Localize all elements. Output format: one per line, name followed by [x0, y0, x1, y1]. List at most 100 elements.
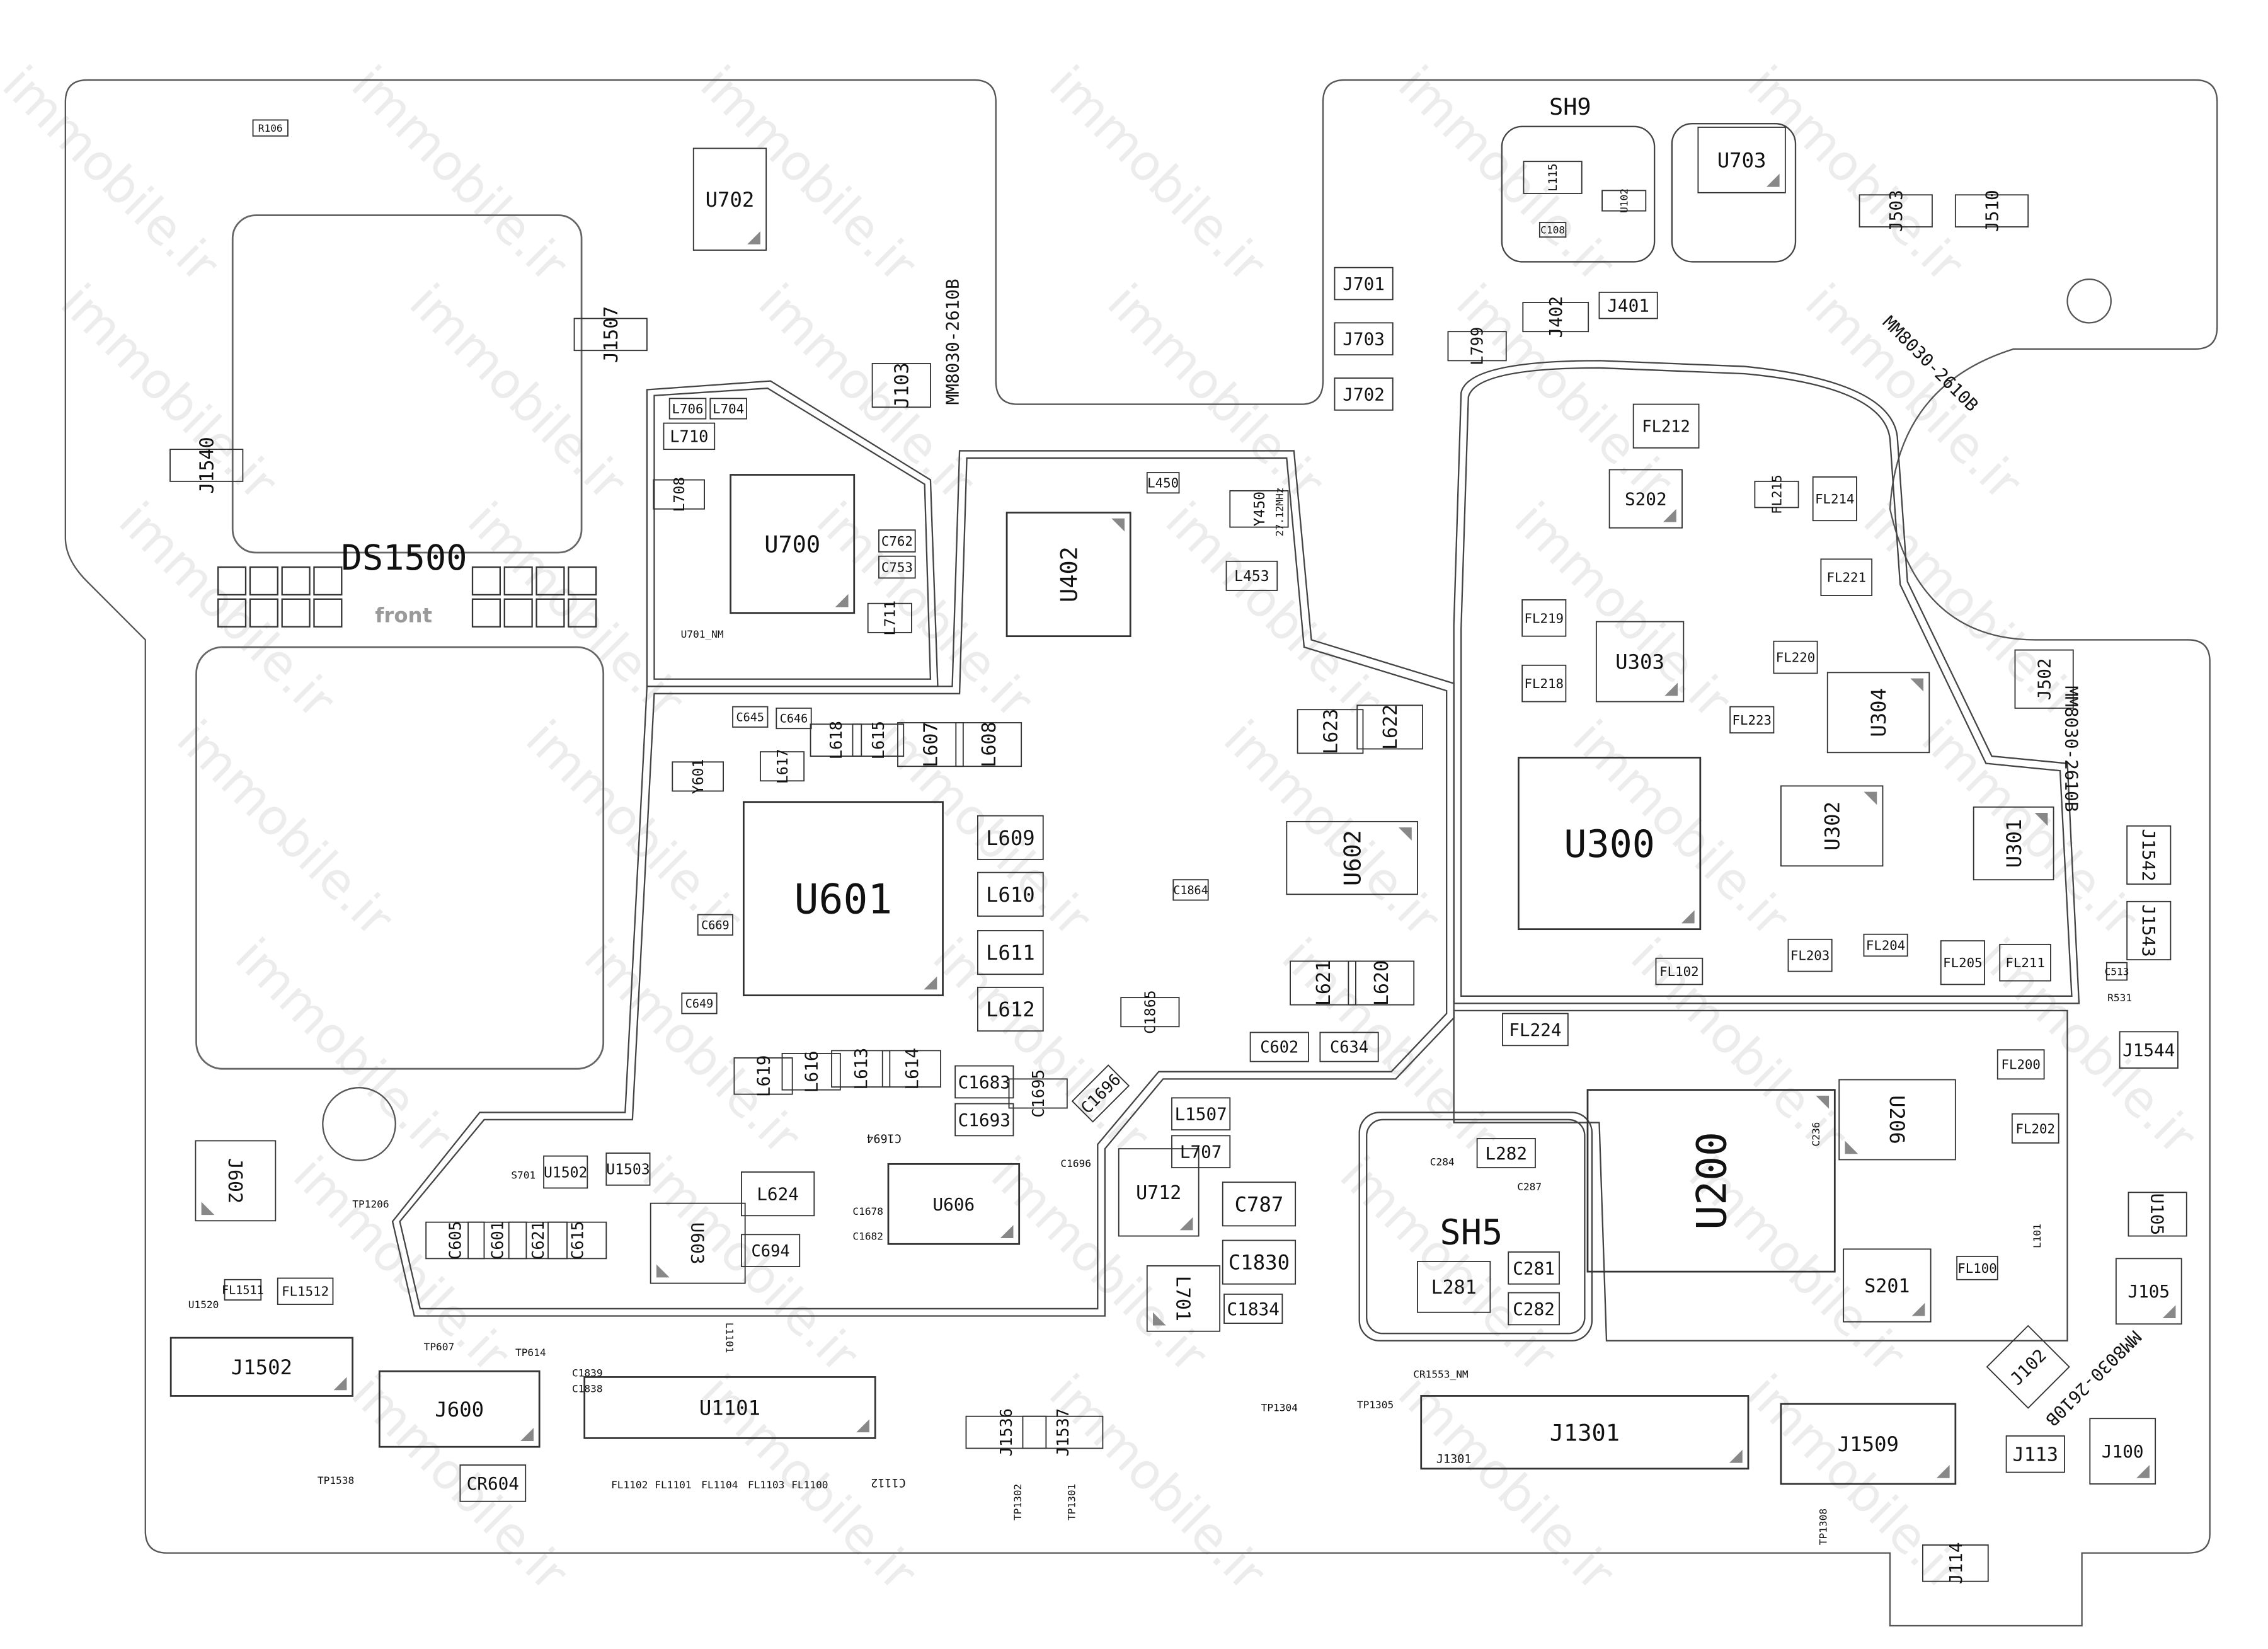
component-y450: Y450 — [1229, 490, 1289, 528]
component-outline — [1521, 599, 1567, 637]
component-outline — [760, 751, 805, 782]
component-r531: R531 — [2107, 992, 2132, 1004]
component-outline — [977, 930, 1044, 975]
component-fl219: FL219 — [1521, 599, 1567, 637]
component-designator: L711 — [883, 600, 899, 636]
component-fl1103: FL1103 — [748, 1479, 784, 1491]
component-outline — [1863, 933, 1908, 957]
component-outline — [1249, 1031, 1309, 1062]
component-outline — [169, 1336, 353, 1397]
component-designator: U200 — [1688, 1132, 1736, 1230]
watermark-text: immobile.ir — [1038, 1364, 1277, 1602]
component-c602: C602 — [1249, 1031, 1309, 1062]
component-designator: FL1102 — [611, 1479, 648, 1491]
component-designator: J1543 — [2138, 904, 2159, 957]
component-outline — [1538, 222, 1567, 238]
component-j1544: J1544 — [2119, 1031, 2179, 1069]
component-designator: TP607 — [424, 1341, 455, 1353]
component-u303: U303 — [1595, 621, 1685, 703]
component-outline — [1754, 480, 1799, 508]
component-designator: L282 — [1485, 1143, 1527, 1164]
component-designator: J1502 — [231, 1355, 292, 1379]
component-outline — [1986, 1324, 2070, 1409]
component-outline — [1146, 1265, 1221, 1332]
component-designator: U302 — [1820, 802, 1844, 851]
component-designator: C615 — [568, 1221, 587, 1260]
pin1-marker-icon — [1729, 1449, 1743, 1463]
component-j1543: J1543 — [2126, 900, 2172, 961]
component-designator: C1839 — [572, 1367, 603, 1379]
component-designator: FL1101 — [655, 1479, 691, 1491]
mounting-hole — [2066, 278, 2112, 324]
pin1-marker-icon — [2136, 1465, 2150, 1478]
component-outline — [1229, 490, 1289, 528]
component-c645: C645 — [732, 706, 769, 728]
component-l115: L115 — [1523, 161, 1583, 194]
component-layer: DS1500U601U300U200SH9SH5U702J1507J1540U7… — [169, 93, 2187, 1584]
connector-pad — [503, 566, 533, 596]
component-s202: S202 — [1608, 469, 1683, 529]
component-u1520: U1520 — [188, 1299, 219, 1311]
component-designator: TP1206 — [352, 1198, 389, 1210]
component-designator: U303 — [1615, 650, 1664, 674]
component-c646: C646 — [776, 707, 812, 730]
component-designator: C649 — [685, 997, 713, 1011]
component-j1507: J1507 — [573, 306, 648, 363]
component-designator: FL220 — [1776, 650, 1815, 665]
component-designator: L608 — [978, 721, 1000, 767]
component-designator: L622 — [1380, 704, 1402, 750]
component-j1301: J1301 — [1420, 1395, 1750, 1470]
board-outline — [64, 79, 2218, 1627]
component-designator: FL223 — [1732, 713, 1772, 728]
component-c753: C753 — [878, 555, 916, 579]
component-l701: L701 — [1146, 1265, 1221, 1332]
component-designator: FL1511 — [222, 1284, 264, 1297]
component-tp1538: TP1538 — [318, 1474, 354, 1486]
component-outline — [650, 1202, 746, 1284]
component-designator: L611 — [986, 941, 1035, 965]
component-outline — [781, 1053, 841, 1091]
component-designator: L704 — [713, 401, 744, 417]
component-designator: FL204 — [1866, 938, 1905, 953]
component-fl223: FL223 — [1729, 706, 1775, 734]
component-designator: L706 — [672, 401, 704, 417]
component-outline — [1319, 1031, 1379, 1062]
component-outline — [2005, 1435, 2065, 1473]
component-outline — [1780, 1403, 1957, 1485]
component-designator: Y450 — [1252, 491, 1268, 527]
component-designator: R531 — [2107, 992, 2132, 1004]
component-outline — [1172, 879, 1209, 901]
component-outline — [169, 449, 244, 482]
component-l611: L611 — [977, 930, 1044, 975]
component-outline — [2089, 1418, 2156, 1485]
component-j502: J502 — [2014, 649, 2074, 709]
component-c1694: C1694 — [866, 1131, 902, 1144]
component-ds1500: DS1500 — [341, 538, 467, 578]
component-u1502: U1502 — [543, 1155, 588, 1189]
component-c634: C634 — [1319, 1031, 1379, 1062]
component-j100: J100 — [2089, 1418, 2156, 1485]
component-outline — [1632, 403, 1700, 449]
pin1-marker-icon — [1000, 1225, 1014, 1239]
component-designator: FL202 — [2016, 1121, 2055, 1136]
component-designator: J1536 — [997, 1408, 1016, 1456]
watermark-text: immobile.ir — [1736, 1364, 1975, 1602]
component-designator: TP1304 — [1261, 1402, 1298, 1414]
component-outline — [1222, 1239, 1297, 1285]
component-j703: J703 — [1334, 322, 1394, 356]
component-l706: L706 — [668, 398, 707, 420]
component-designator: J1301 — [1550, 1419, 1620, 1446]
component-designator: L453 — [1234, 568, 1269, 585]
component-designator: J1301 — [1436, 1452, 1472, 1466]
component-outline — [1838, 1079, 1956, 1161]
component-outline — [2119, 1031, 2179, 1069]
component-outline — [508, 1221, 568, 1260]
component-outline — [1334, 377, 1394, 411]
connector-pad — [313, 566, 343, 596]
component-u105: U105 — [2128, 1192, 2187, 1237]
component-outline — [1608, 469, 1683, 529]
component-c649: C649 — [681, 992, 718, 1014]
connector-pad — [568, 566, 597, 596]
component-designator: L701 — [1172, 1276, 1194, 1321]
pin1-marker-icon — [1864, 791, 1877, 805]
